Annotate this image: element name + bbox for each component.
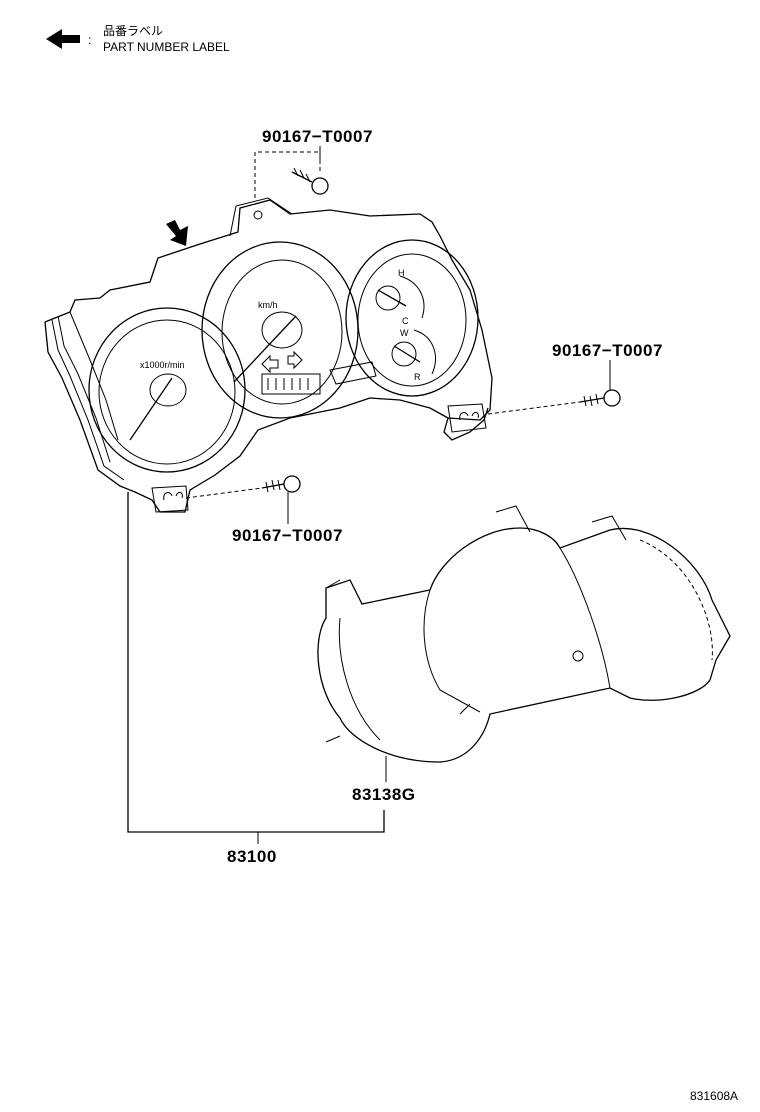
part-number-label-arrow-icon: [46, 29, 80, 49]
assembly-bracket: 83100: [127, 492, 385, 866]
right-turn-indicator-icon: [287, 350, 303, 370]
combination-meter-assembly: x1000r/min km/h H C W R: [44, 197, 493, 513]
legend-separator: :: [88, 33, 91, 47]
screw-top: 90167−T0007: [254, 127, 373, 198]
assembly-part-number: 83100: [227, 847, 277, 866]
screw-bottom-part-number: 90167−T0007: [232, 526, 343, 545]
screw-right: 90167−T0007: [487, 341, 663, 415]
legend: : 品番ラベル PART NUMBER LABEL: [46, 24, 230, 54]
screw-bottom: 90167−T0007: [185, 475, 343, 545]
legend-label-jp: 品番ラベル: [103, 24, 163, 38]
part-number-label-pointer-icon: [166, 220, 188, 246]
lens-cover-part-number: 83138G: [352, 785, 416, 804]
fuel-w-label: W: [400, 328, 409, 338]
tacho-unit-label: x1000r/min: [140, 360, 185, 370]
speed-unit-label: km/h: [258, 300, 278, 310]
temp-high-label: H: [398, 268, 405, 278]
screw-top-part-number: 90167−T0007: [262, 127, 373, 146]
lens-cover: 83138G: [317, 505, 731, 804]
temp-cold-label: C: [402, 316, 409, 326]
odometer-display: [261, 373, 321, 395]
figure-code: 831608A: [690, 1089, 738, 1103]
fuel-r-label: R: [414, 372, 421, 382]
legend-label-en: PART NUMBER LABEL: [103, 40, 230, 54]
left-turn-indicator-icon: [261, 354, 279, 374]
screw-right-part-number: 90167−T0007: [552, 341, 663, 360]
